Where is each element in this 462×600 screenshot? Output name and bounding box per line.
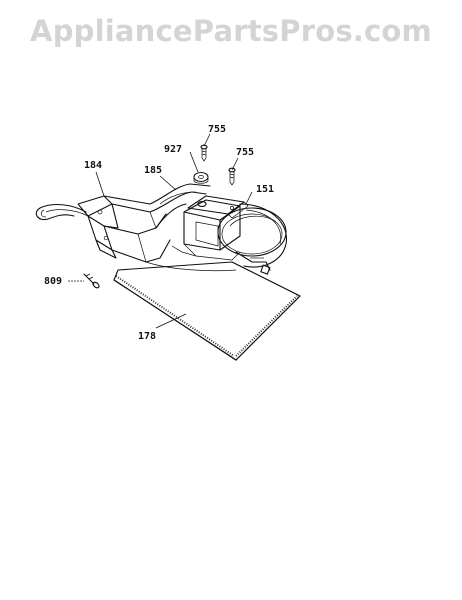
part-755-screw-right	[228, 167, 236, 186]
label-178: 178	[138, 331, 156, 342]
label-755-top: 755	[208, 124, 226, 135]
site-watermark: AppliancePartsPros.com	[30, 14, 432, 48]
label-755-right: 755	[236, 147, 254, 158]
label-927: 927	[164, 144, 182, 155]
label-151: 151	[256, 184, 274, 195]
part-927-washer	[193, 171, 209, 184]
part-185-arm	[103, 183, 237, 272]
part-178-plate	[113, 261, 301, 361]
part-755-screw-top	[200, 144, 208, 162]
part-184-hook-bracket	[35, 195, 119, 259]
label-184: 184	[84, 160, 102, 171]
part-809-screw	[83, 273, 100, 289]
leader-lines	[68, 133, 253, 329]
part-151-motor-assembly	[171, 195, 287, 275]
label-809: 809	[44, 276, 62, 287]
label-185: 185	[144, 165, 162, 176]
